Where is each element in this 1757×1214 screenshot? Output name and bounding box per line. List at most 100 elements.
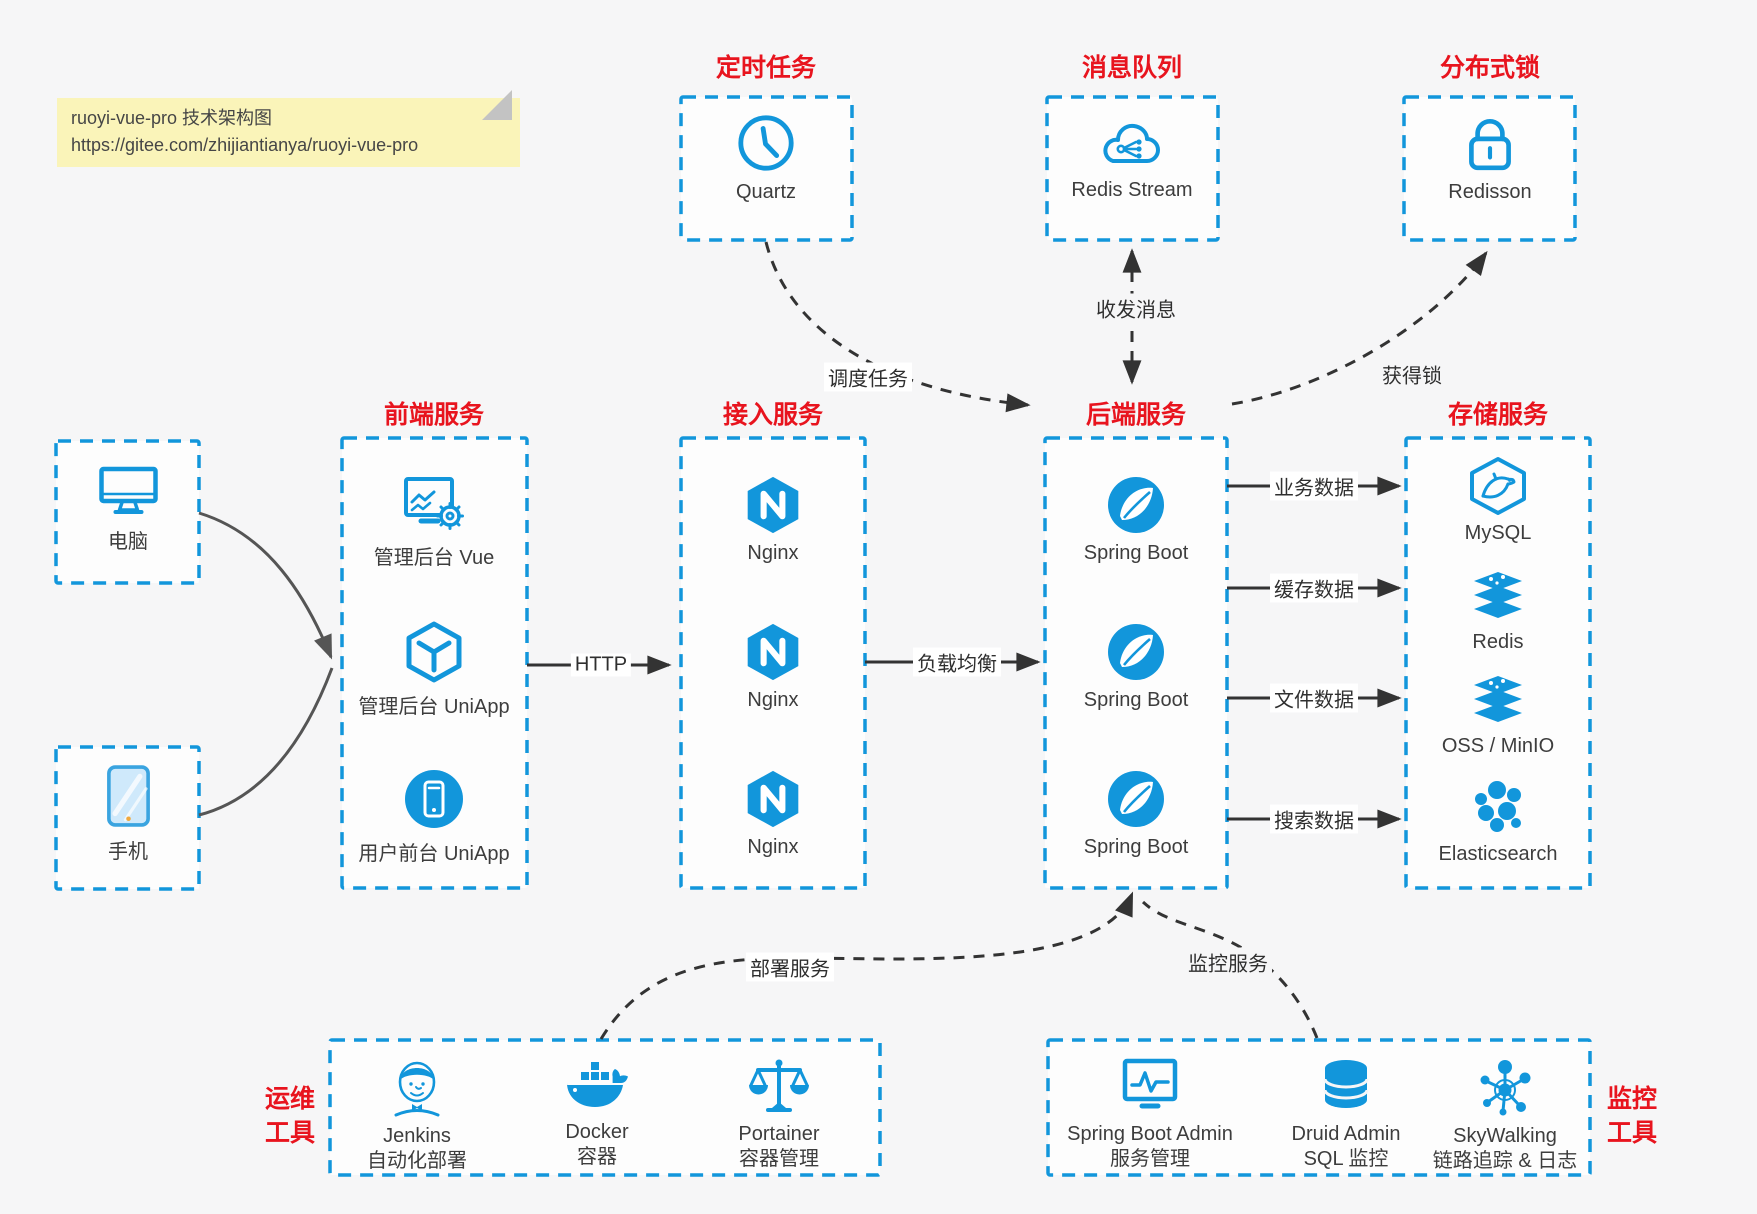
node-label: Spring Boot — [1083, 542, 1189, 564]
node-label: Spring Boot — [1083, 689, 1189, 711]
node-user-uniapp: 用户前台 UniApp — [343, 768, 525, 866]
node-skywalking: SkyWalking 链路追踪 & 日志 — [1414, 1056, 1596, 1174]
node-mobile-client: 手机 — [57, 764, 200, 864]
edge-label-http: HTTP — [570, 653, 632, 677]
node-label: Quartz — [735, 181, 797, 203]
edge-label-deploy-service: 部署服务 — [746, 952, 834, 982]
nginx-icon — [747, 623, 799, 681]
note-fold-corner — [482, 90, 512, 120]
node-sublabel: 容器管理 — [739, 1148, 819, 1170]
docker-icon — [567, 1062, 628, 1107]
spring-boot-admin-icon — [1122, 1058, 1178, 1109]
node-sublabel: 链路追踪 & 日志 — [1432, 1150, 1578, 1172]
node-label: MySQL — [1464, 522, 1532, 544]
title-backend-services: 后端服务 — [1085, 401, 1187, 429]
node-label: Elasticsearch — [1438, 843, 1558, 865]
nginx-icon — [747, 476, 799, 534]
node-label: Jenkins — [383, 1125, 451, 1147]
node-redisson: Redisson — [1399, 112, 1581, 204]
spring-boot-icon — [1108, 477, 1164, 533]
client-curves — [198, 511, 334, 817]
edge-label-business-data: 业务数据 — [1270, 471, 1358, 501]
node-oss-minio: OSS / MinIO — [1407, 670, 1589, 758]
node-label: Spring Boot — [1083, 836, 1189, 858]
node-label: Redis — [1472, 631, 1524, 653]
title-frontend-services: 前端服务 — [383, 401, 485, 429]
node-quartz: Quartz — [675, 112, 857, 204]
portainer-icon — [749, 1059, 809, 1112]
node-mysql: MySQL — [1407, 455, 1589, 545]
node-sublabel: 容器 — [577, 1146, 617, 1168]
note-title: ruoyi-vue-pro 技术架构图 — [71, 108, 273, 128]
node-label: Nginx — [747, 542, 799, 564]
spring-boot-icon — [1108, 624, 1164, 680]
node-spring-boot-1: Spring Boot — [1045, 475, 1227, 565]
edge-label-search-data: 搜索数据 — [1270, 804, 1358, 834]
node-admin-vue: 管理后台 Vue — [343, 474, 525, 570]
node-label: Docker — [565, 1121, 629, 1143]
node-redis-stream: Redis Stream — [1041, 116, 1223, 202]
node-sublabel: 自动化部署 — [367, 1150, 467, 1172]
edge-label-send-receive-message: 收发消息 — [1092, 293, 1180, 323]
node-portainer: Portainer 容器管理 — [688, 1056, 870, 1172]
elasticsearch-icon — [1475, 781, 1521, 832]
node-label: Portainer — [738, 1123, 820, 1145]
node-spring-boot-2: Spring Boot — [1045, 622, 1227, 712]
smartphone-icon — [106, 765, 150, 827]
spring-boot-icon — [1108, 771, 1164, 827]
node-label: 手机 — [108, 841, 148, 863]
node-sublabel: SQL 监控 — [1303, 1148, 1389, 1170]
node-label: OSS / MinIO — [1441, 735, 1555, 757]
edge-label-load-balance: 负载均衡 — [913, 647, 1001, 677]
node-spring-boot-3: Spring Boot — [1045, 769, 1227, 859]
node-nginx-2: Nginx — [682, 622, 864, 712]
node-spring-boot-admin: Spring Boot Admin 服务管理 — [1059, 1056, 1241, 1172]
cloud-stream-icon — [1103, 123, 1160, 163]
title-message-queue: 消息队列 — [1081, 54, 1183, 82]
node-label: 管理后台 UniApp — [358, 696, 510, 718]
node-label: 管理后台 Vue — [373, 547, 495, 569]
edge-label-acquire-lock: 获得锁 — [1378, 359, 1446, 389]
redis-icon — [1474, 572, 1522, 618]
node-label: Nginx — [747, 689, 799, 711]
node-docker: Docker 容器 — [506, 1058, 688, 1170]
oss-minio-icon — [1474, 676, 1522, 722]
mysql-icon — [1470, 457, 1526, 515]
node-label: Druid Admin — [1291, 1123, 1401, 1145]
nginx-icon — [747, 770, 799, 828]
node-label: 用户前台 UniApp — [358, 843, 510, 865]
ops-tools-side-label: 运维工具 — [264, 1085, 316, 1147]
lock-icon — [1469, 118, 1511, 171]
skywalking-icon — [1480, 1060, 1531, 1116]
title-distributed-lock: 分布式锁 — [1439, 54, 1541, 82]
node-sublabel: 服务管理 — [1110, 1148, 1190, 1170]
node-jenkins: Jenkins 自动化部署 — [326, 1056, 508, 1174]
node-admin-uniapp: 管理后台 UniApp — [343, 621, 525, 719]
node-label: Spring Boot Admin — [1067, 1123, 1233, 1145]
node-label: SkyWalking — [1453, 1125, 1557, 1147]
edge-label-schedule-task: 调度任务 — [824, 362, 912, 392]
note-url: https://gitee.com/zhijiantianya/ruoyi-vu… — [71, 135, 419, 155]
node-pc-client: 电脑 — [57, 462, 200, 554]
title-scheduled-tasks: 定时任务 — [715, 54, 817, 82]
node-nginx-1: Nginx — [682, 475, 864, 565]
admin-vue-icon — [404, 477, 464, 530]
sticky-note: ruoyi-vue-pro 技术架构图 https://gitee.com/zh… — [57, 90, 520, 167]
node-label: Redis Stream — [1071, 179, 1193, 201]
clock-icon — [738, 115, 794, 171]
user-uniapp-icon — [405, 770, 463, 828]
desktop-icon — [98, 466, 158, 514]
node-label: Nginx — [747, 836, 799, 858]
druid-icon — [1323, 1060, 1369, 1108]
uniapp-cube-icon — [406, 621, 462, 683]
monitoring-tools-side-label: 监控工具 — [1606, 1085, 1658, 1147]
node-nginx-3: Nginx — [682, 769, 864, 859]
edge-label-monitor-service: 监控服务 — [1184, 947, 1272, 977]
node-druid-admin: Druid Admin SQL 监控 — [1255, 1056, 1437, 1172]
node-elasticsearch: Elasticsearch — [1407, 778, 1589, 866]
node-label: 电脑 — [108, 531, 148, 553]
jenkins-icon — [394, 1061, 440, 1117]
node-label: Redisson — [1448, 181, 1532, 203]
edge-label-cache-data: 缓存数据 — [1270, 573, 1358, 603]
